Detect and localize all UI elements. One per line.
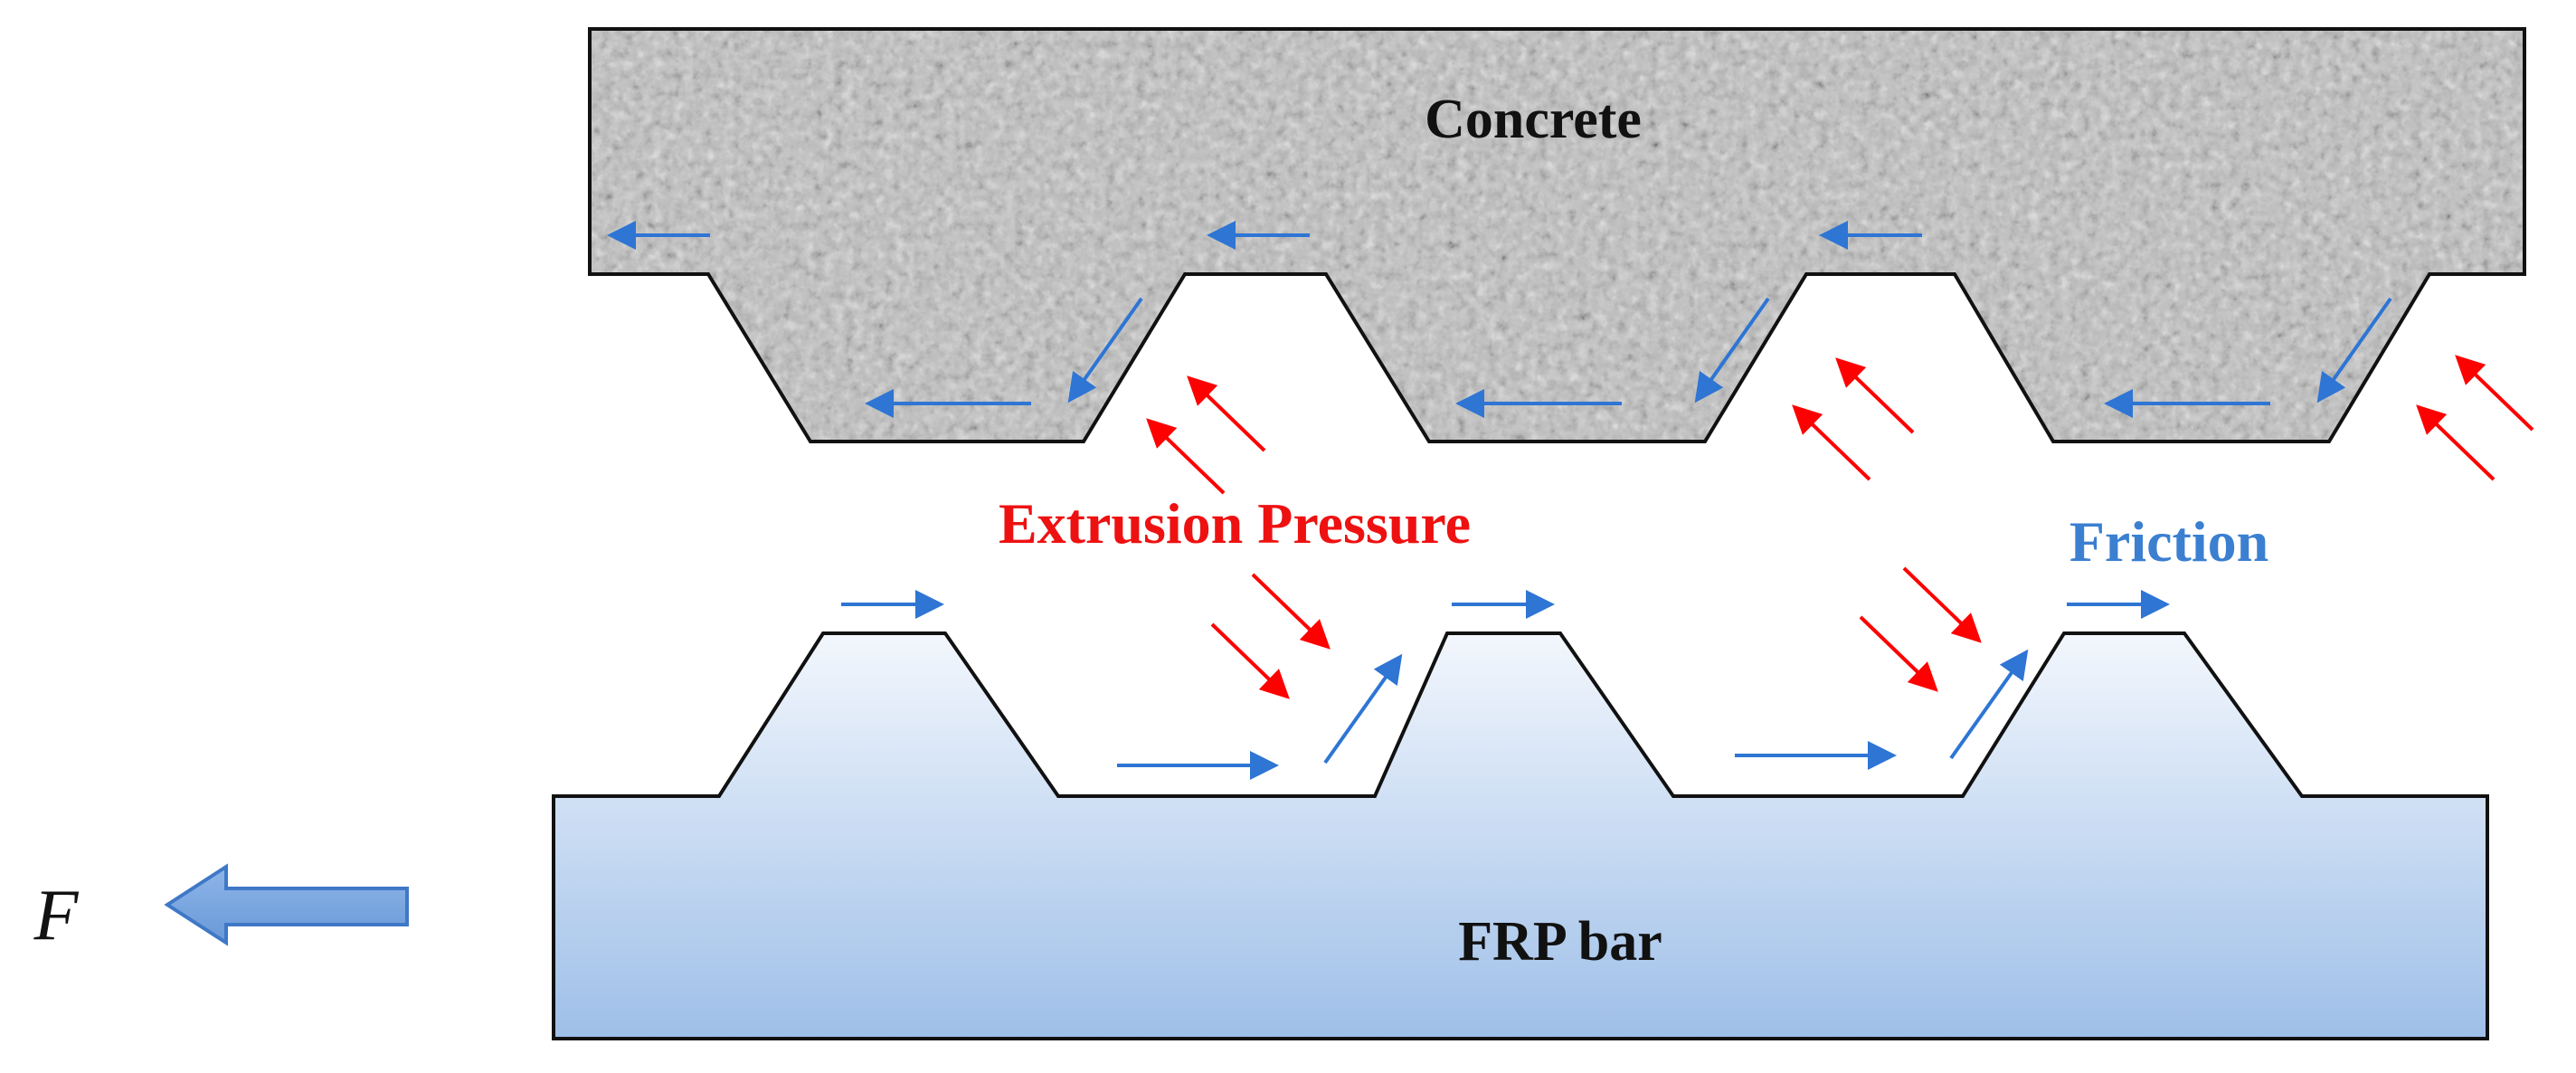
frp-bar <box>552 631 2489 1040</box>
pressure-arrow <box>2416 404 2496 481</box>
extrusion-pressure-label: Extrusion Pressure <box>999 491 1471 555</box>
pressure-arrow <box>1902 566 1982 643</box>
concrete-label: Concrete <box>1425 89 1642 150</box>
pressure-arrow <box>1146 418 1226 495</box>
friction-arrow <box>1067 297 1143 404</box>
force-arrow-icon <box>164 863 409 946</box>
frp-bar-label: FRP bar <box>1458 911 1662 973</box>
concrete-friction-arrows <box>607 221 2392 418</box>
pressure-arrow <box>1859 615 1938 692</box>
friction-arrow <box>1694 297 1770 404</box>
pressure-arrow <box>1187 375 1266 452</box>
pressure-arrow <box>1835 357 1915 434</box>
frp-friction-arrows <box>841 590 2170 780</box>
friction-label: Friction <box>2069 509 2268 574</box>
concrete-block <box>588 27 2526 443</box>
pressure-arrow <box>1792 404 1871 481</box>
friction-arrow <box>1323 653 1403 764</box>
pressure-arrow <box>1210 622 1290 699</box>
force-label: F <box>33 876 80 955</box>
extrusion-pressure-arrows <box>1146 355 2534 699</box>
friction-arrow <box>1949 649 2029 760</box>
friction-arrow <box>2316 297 2392 404</box>
pressure-arrow <box>1251 573 1331 650</box>
pressure-arrow <box>2455 355 2534 432</box>
